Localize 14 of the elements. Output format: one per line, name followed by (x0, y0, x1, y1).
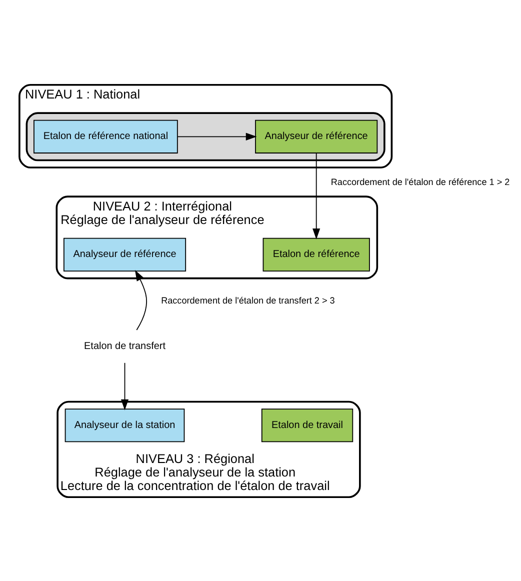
node-box: Etalon de référence (262, 237, 370, 271)
arrow (120, 362, 129, 410)
node-box: Analyseur de la station (64, 408, 185, 442)
edge-label: Raccordement de l'étalon de transfert 2 > 3 (161, 294, 335, 305)
node-box: Etalon de travail (261, 408, 354, 442)
arrow (134, 269, 147, 330)
node-text: Etalon de transfert (84, 340, 166, 352)
cluster (26, 112, 386, 161)
arrow (177, 132, 257, 140)
node-box: Analyseur de référence (255, 119, 378, 153)
edge-label: Raccordement de l'étalon de référence 1 > 2 (330, 176, 510, 187)
node-box: Etalon de référence national (34, 119, 178, 153)
arrow (312, 152, 320, 239)
node-box: Analyseur de référence (63, 237, 186, 271)
